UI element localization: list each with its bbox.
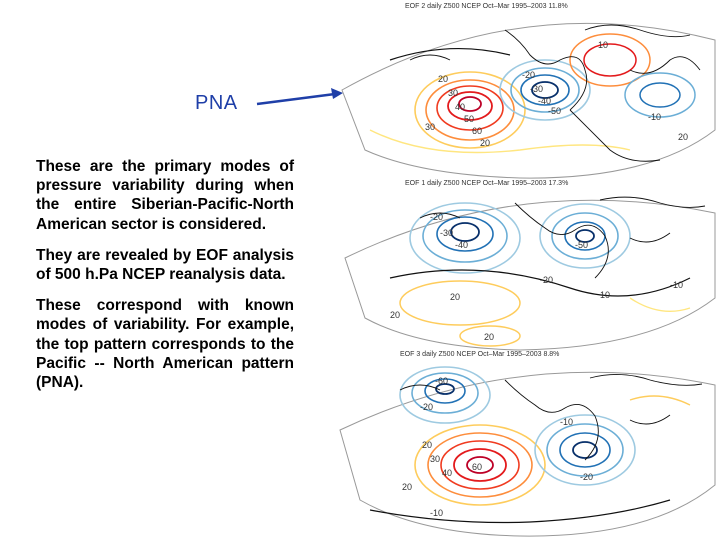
eof1-label-neg40: -40 (455, 240, 468, 250)
eof2-label-30: 30 (448, 88, 458, 98)
eof1-map: EOF 1 daily Z500 NCEP Oct–Mar 1995–2003 … (330, 178, 720, 353)
pointer-arrow (256, 88, 343, 106)
eof2-label-20: 20 (438, 74, 448, 84)
paragraph-pna: These correspond with known modes of var… (36, 297, 294, 392)
eof2-label-30b: 30 (425, 122, 435, 132)
paragraph-eof: They are revealed by EOF analysis of 500… (36, 246, 294, 284)
eof2-label-40: 40 (455, 102, 465, 112)
eof1-label-20b: 20 (484, 332, 494, 342)
eof3-label-neg10: -10 (560, 417, 573, 427)
eof3-label-neg60: -60 (435, 376, 448, 386)
eof2-map: EOF 2 daily Z500 NCEP Oct–Mar 1995–2003 … (330, 0, 720, 180)
eof3-map-title: EOF 3 daily Z500 NCEP Oct–Mar 1995–2003 … (400, 351, 560, 358)
pna-label: PNA (195, 92, 238, 114)
eof3-contour-plot: -60 -20 20 30 40 60 20 -10 -20 -10 (339, 366, 716, 537)
eof2-label-neg20: -20 (522, 70, 535, 80)
eof2-label-20c: 20 (678, 132, 688, 142)
eof1-label-neg20b: -20 (540, 275, 553, 285)
eof1-label-20c: 20 (390, 310, 400, 320)
eof1-contour-plot: -20 -30 -40 -50 20 10 20 -20 -10 20 (344, 196, 716, 351)
paragraph-modes: These are the primary modes of pressure … (36, 158, 294, 233)
eof2-label-neg50: -50 (548, 106, 561, 116)
eof3-map: EOF 3 daily Z500 NCEP Oct–Mar 1995–2003 … (330, 350, 720, 540)
eof3-label-neg20: -20 (420, 402, 433, 412)
eof2-contour-plot: 20 30 40 50 60 20 30 -20 -30 -40 -50 -10… (341, 22, 716, 179)
eof3-label-60: 60 (472, 462, 482, 472)
eof2-label-20b: 20 (480, 138, 490, 148)
eof2-label-60: 60 (472, 126, 482, 136)
eof2-map-title: EOF 2 daily Z500 NCEP Oct–Mar 1995–2003 … (405, 3, 568, 10)
eof2-label-50: 50 (464, 114, 474, 124)
description-text: These are the primary modes of pressure … (36, 157, 294, 404)
eof3-label-neg20b: -20 (580, 472, 593, 482)
eof3-label-40: 40 (442, 468, 452, 478)
eof2-label-10: 10 (598, 40, 608, 50)
eof1-label-20: 20 (450, 292, 460, 302)
eof1-label-neg50: -50 (575, 240, 588, 250)
eof3-label-30: 30 (430, 454, 440, 464)
eof2-label-neg40: -40 (538, 96, 551, 106)
eof1-map-title: EOF 1 daily Z500 NCEP Oct–Mar 1995–2003 … (405, 180, 569, 187)
eof2-label-neg30: -30 (530, 84, 543, 94)
eof3-label-neg10b: -10 (430, 508, 443, 518)
eof3-label-20: 20 (422, 440, 432, 450)
eof1-label-neg10: -10 (670, 280, 683, 290)
eof3-label-20b: 20 (402, 482, 412, 492)
eof1-label-10: 10 (600, 290, 610, 300)
eof2-label-neg10: -10 (648, 112, 661, 122)
eof1-label-neg30: -30 (440, 228, 453, 238)
eof1-label-neg20: -20 (430, 212, 443, 222)
